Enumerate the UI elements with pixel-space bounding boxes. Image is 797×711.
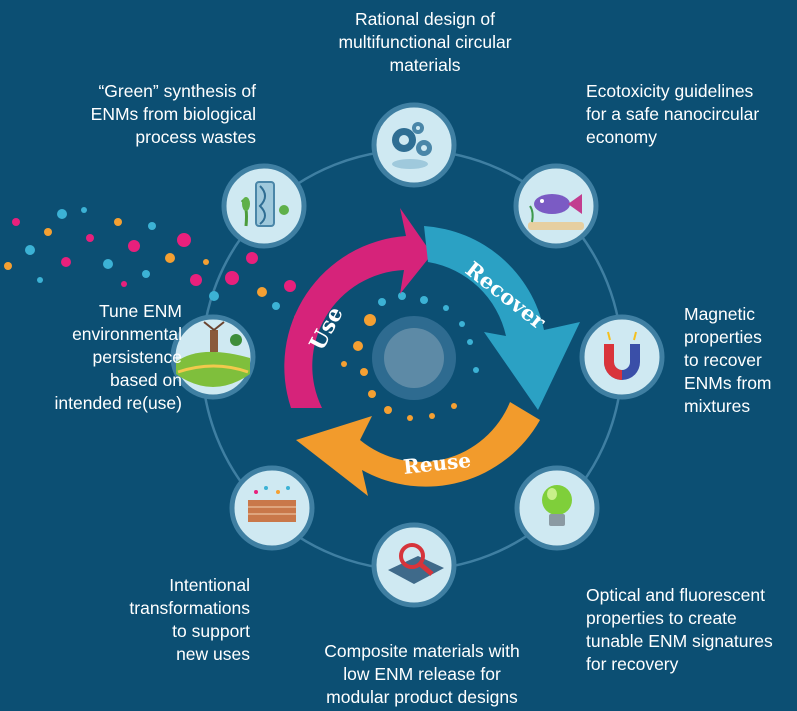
label-tune-persistence: Tune ENM environmental persistence based… (54, 301, 182, 413)
label-composite: Composite materials with low ENM release… (324, 641, 520, 707)
label-ecotoxicity: Ecotoxicity guidelines for a safe nanoci… (586, 81, 760, 147)
node-ecotoxicity (513, 163, 599, 249)
gears-icon (392, 122, 432, 169)
label-rational-design: Rational design of multifunctional circu… (338, 9, 512, 75)
center-hub (384, 328, 444, 388)
node-green-synthesis (221, 163, 307, 249)
reuse-arrow (296, 402, 540, 496)
magnifier-icon (388, 543, 444, 584)
label-green-synthesis: “Green” synthesis of ENMs from biologica… (90, 81, 256, 147)
particle-stream (4, 207, 302, 322)
node-rational-design (371, 102, 457, 188)
node-magnetic (579, 314, 665, 400)
lightbulb-icon (542, 485, 572, 526)
fish-icon (528, 194, 584, 230)
node-composite (371, 522, 457, 608)
node-optical (514, 465, 600, 551)
node-intentional (229, 465, 315, 551)
label-intentional: Intentional transformations to support n… (129, 575, 250, 664)
label-optical: Optical and fluorescent properties to cr… (586, 585, 773, 674)
dna-plant-icon (240, 181, 289, 227)
brick-wall-icon (248, 486, 296, 522)
label-magnetic: Magnetic properties to recover ENMs from… (684, 304, 772, 416)
use-arrow (284, 208, 432, 408)
node-tune-persistence (170, 314, 256, 400)
landscape-icon (176, 321, 250, 387)
recover-arrow (424, 226, 580, 410)
inner-particles (341, 292, 479, 421)
magnet-icon (604, 331, 640, 380)
